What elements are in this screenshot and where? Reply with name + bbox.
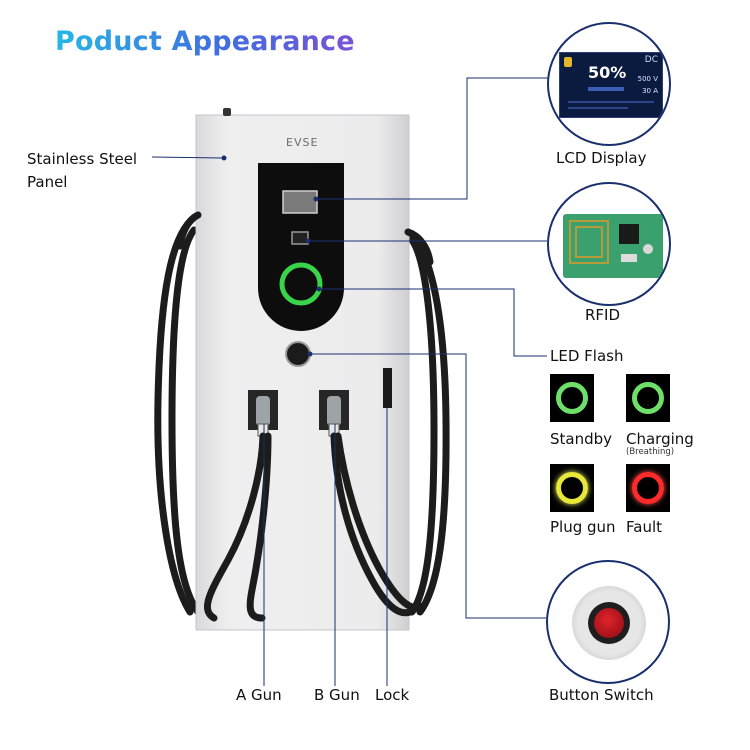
button-switch-zoom (546, 560, 670, 684)
lcd-voltage: 500 V (637, 75, 658, 83)
label-panel-line1: Stainless Steel (27, 150, 138, 168)
led-standby-swatch (550, 374, 594, 422)
page-title: Poduct Appearance (55, 26, 355, 57)
rfid-zoom (547, 182, 671, 306)
rfid-coin-cell (643, 244, 653, 254)
cable-left-back (154, 211, 202, 616)
small-screen (282, 190, 318, 214)
label-lock: Lock (375, 686, 410, 704)
lcd-screen: 50% DC 500 V 30 A (559, 52, 663, 118)
label-lcd-display: LCD Display (556, 149, 647, 167)
led-charging-sublabel: (Breathing) (626, 447, 675, 457)
cable-b (330, 432, 424, 617)
lcd-display-zoom: 50% DC 500 V 30 A (547, 22, 671, 146)
brand-logo: EVSE (286, 136, 319, 149)
lcd-progress-bar (588, 87, 624, 91)
battery-icon (564, 57, 572, 67)
led-fault-label: Fault (626, 518, 662, 536)
leader-lines (151, 77, 548, 686)
red-button-icon (594, 608, 624, 638)
lcd-mode: DC (644, 55, 658, 65)
label-panel-line2: Panel (27, 173, 68, 191)
label-rfid: RFID (585, 306, 621, 324)
led-plug-ring (556, 472, 588, 504)
led-standby-label: Standby (550, 430, 613, 448)
label-b-gun: B Gun (314, 686, 360, 704)
led-standby-ring (556, 382, 588, 414)
lcd-current: 30 A (642, 87, 658, 95)
lock-slot (383, 368, 392, 408)
led-plug-label: Plug gun (550, 518, 616, 536)
button-bezel (588, 602, 630, 644)
display-capsule (258, 163, 344, 331)
led-charging-ring (632, 382, 664, 414)
panel-button (285, 341, 311, 367)
rfid-antenna-coil (569, 220, 609, 264)
led-ring (279, 262, 323, 306)
label-button-switch: Button Switch (549, 686, 654, 704)
lcd-percent: 50% (588, 63, 627, 82)
rfid-board (563, 214, 663, 278)
rfid-chip (619, 224, 639, 244)
cable-a (203, 432, 272, 622)
led-charging-label: Charging (626, 430, 694, 448)
led-fault-ring (632, 472, 664, 504)
led-charging-swatch (626, 374, 670, 422)
rfid-reader (291, 231, 309, 245)
led-fault-swatch (626, 464, 670, 512)
button-housing (572, 586, 646, 660)
label-led-flash: LED Flash (550, 347, 624, 365)
led-plug-swatch (550, 464, 594, 512)
label-a-gun: A Gun (236, 686, 282, 704)
